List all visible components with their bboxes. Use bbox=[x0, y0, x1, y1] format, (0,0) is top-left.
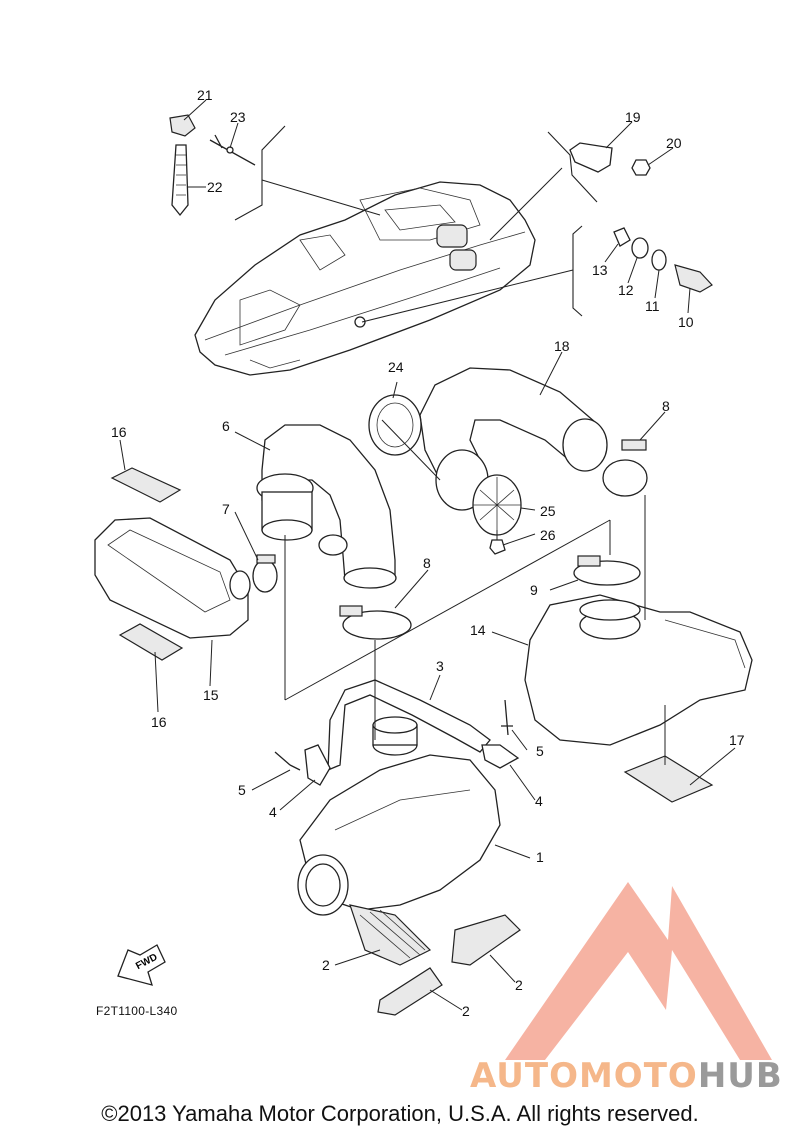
callout-25: 25 bbox=[540, 503, 556, 519]
callout-9: 9 bbox=[530, 582, 538, 598]
part-bracket-4a bbox=[304, 744, 331, 786]
watermark-logo bbox=[505, 882, 772, 1060]
callout-2-left: 2 bbox=[322, 957, 330, 973]
leader-lines bbox=[119, 99, 736, 1011]
part-plate-24 bbox=[368, 394, 422, 456]
part-mat-2c bbox=[377, 967, 443, 1016]
part-screen-25 bbox=[472, 474, 522, 536]
part-duct-18 bbox=[419, 367, 608, 511]
callout-8-top: 8 bbox=[662, 398, 670, 414]
callout-21: 21 bbox=[197, 87, 213, 103]
callout-19: 19 bbox=[625, 109, 641, 125]
part-box-15 bbox=[94, 517, 251, 639]
part-clip-13 bbox=[613, 227, 631, 247]
part-nut-26 bbox=[489, 539, 506, 555]
callout-16-top: 16 bbox=[111, 424, 127, 440]
callout-23: 23 bbox=[230, 109, 246, 125]
part-bolt-5b bbox=[501, 699, 513, 736]
part-strap-3 bbox=[327, 679, 491, 771]
part-nut-20 bbox=[631, 159, 651, 176]
callout-5-left: 5 bbox=[238, 782, 246, 798]
part-washer-11 bbox=[651, 249, 667, 271]
part-pad-16b bbox=[118, 623, 184, 661]
callout-13: 13 bbox=[592, 262, 608, 278]
part-bolt-5a bbox=[274, 751, 301, 771]
callout-11: 11 bbox=[645, 298, 660, 314]
callout-7: 7 bbox=[222, 501, 230, 517]
diagram-code: F2T1100-L340 bbox=[96, 1004, 178, 1018]
callout-8-mid: 8 bbox=[423, 555, 431, 571]
part-fitting-10 bbox=[674, 264, 713, 293]
part-pin-23 bbox=[209, 134, 256, 166]
watermark-text: AUTOMOTOHUB bbox=[470, 1056, 783, 1096]
callout-24: 24 bbox=[388, 359, 404, 375]
callout-6: 6 bbox=[222, 418, 230, 434]
part-washer-12 bbox=[631, 237, 649, 259]
callout-20: 20 bbox=[666, 135, 682, 151]
watercraft-hull bbox=[194, 181, 536, 376]
detail-bracket-side bbox=[572, 225, 583, 317]
detail-bracket-left bbox=[234, 125, 286, 221]
callout-18: 18 bbox=[554, 338, 570, 354]
part-box-14 bbox=[524, 594, 753, 746]
callout-12: 12 bbox=[618, 282, 634, 298]
part-duct-6 bbox=[256, 424, 397, 589]
callout-22: 22 bbox=[207, 179, 223, 195]
callout-17: 17 bbox=[729, 732, 745, 748]
part-pad-16a bbox=[110, 467, 182, 503]
part-cable-tie-22 bbox=[171, 144, 189, 217]
callout-labels: 21 23 22 19 20 13 12 11 10 18 24 8 6 16 … bbox=[111, 87, 745, 1019]
part-mat-2b bbox=[451, 914, 521, 966]
part-clamp-21 bbox=[169, 114, 196, 137]
callout-2-right: 2 bbox=[515, 977, 523, 993]
part-clamp-8b bbox=[602, 439, 648, 497]
callout-14: 14 bbox=[470, 622, 486, 638]
watermark-part1: AUTOMOTO bbox=[470, 1056, 698, 1096]
part-clamp-7 bbox=[252, 554, 278, 593]
detail-bracket-right bbox=[547, 131, 598, 203]
callout-3: 3 bbox=[436, 658, 444, 674]
part-bracket-4b bbox=[481, 744, 520, 769]
part-pad-17 bbox=[623, 755, 714, 803]
copyright-notice: ©2013 Yamaha Motor Corporation, U.S.A. A… bbox=[101, 1101, 699, 1126]
assembly-lines bbox=[284, 419, 666, 765]
callout-5-right: 5 bbox=[536, 743, 544, 759]
watermark-part2: HUB bbox=[697, 1056, 783, 1096]
part-clamp-8a bbox=[339, 605, 412, 640]
callout-10: 10 bbox=[678, 314, 694, 330]
callout-4-left: 4 bbox=[269, 804, 277, 820]
callout-1: 1 bbox=[536, 849, 544, 865]
callout-15: 15 bbox=[203, 687, 219, 703]
callout-26: 26 bbox=[540, 527, 556, 543]
callout-16-bottom: 16 bbox=[151, 714, 167, 730]
part-clamp-9 bbox=[573, 555, 641, 586]
callout-4-right: 4 bbox=[535, 793, 543, 809]
callout-2-bottom: 2 bbox=[462, 1003, 470, 1019]
part-bracket-19 bbox=[569, 142, 613, 173]
part-mat-2a bbox=[349, 904, 432, 966]
fwd-arrow-icon: FWD bbox=[117, 944, 166, 986]
part-body-1 bbox=[297, 716, 501, 916]
